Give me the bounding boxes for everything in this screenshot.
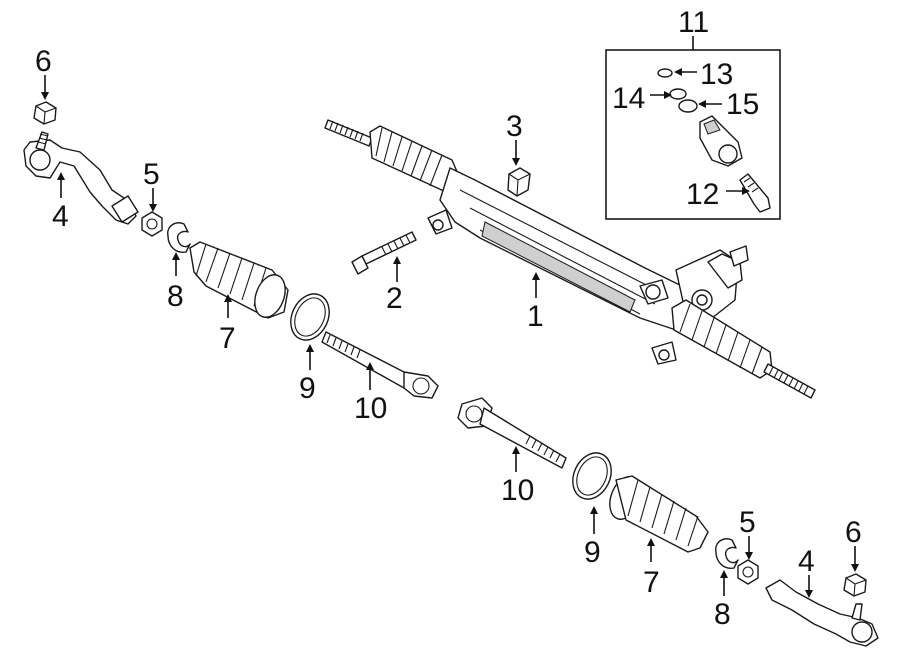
seal-ring-part-13 [657, 68, 673, 78]
right-inner-tie-rod-part-10 [457, 397, 567, 469]
seal-ring-part-15 [678, 99, 698, 113]
bolt-part-2 [351, 231, 417, 275]
rack-right-threaded-end [763, 363, 816, 399]
callout-14: 14 [612, 82, 645, 115]
steering-rack-assembly [324, 119, 816, 399]
right-nut-part-6 [843, 573, 867, 597]
left-nut-part-5 [141, 211, 163, 237]
callout-labels: 1 2 3 4 4 5 5 6 6 7 7 8 8 9 9 10 10 11 1… [35, 6, 862, 631]
callout-4-right: 4 [798, 545, 815, 578]
callout-11: 11 [678, 6, 709, 39]
left-clamp-ring-part-9 [290, 293, 330, 341]
left-clamp-part-8 [167, 222, 191, 253]
right-boot-part-7 [609, 475, 709, 553]
callout-7-left: 7 [219, 322, 236, 355]
left-nut-part-6 [33, 101, 57, 125]
callout-6-left: 6 [35, 45, 52, 78]
rack-right-bellows [671, 299, 773, 379]
callout-8-right: 8 [714, 598, 731, 631]
callout-9-right: 9 [584, 536, 601, 569]
left-boot-part-7 [189, 241, 289, 319]
callout-7-right: 7 [643, 566, 660, 599]
bumper-part-3 [507, 167, 531, 197]
callout-5-left: 5 [143, 158, 160, 191]
callout-15: 15 [726, 88, 759, 121]
right-tie-rod-end-part-4 [765, 579, 879, 647]
callout-4-left: 4 [52, 200, 69, 233]
callout-10-left: 10 [354, 392, 387, 425]
valve-part [699, 115, 743, 167]
callout-12: 12 [686, 178, 719, 211]
bolt-part-12 [739, 173, 771, 213]
right-clamp-ring-part-9 [572, 452, 612, 500]
rack-left-bellows [369, 125, 459, 193]
callout-5-right: 5 [739, 506, 756, 539]
callout-6-right: 6 [845, 516, 862, 549]
callout-2: 2 [386, 282, 403, 315]
left-tie-rod-end-part-4 [23, 131, 139, 225]
rack-left-threaded-end [324, 119, 373, 147]
right-nut-part-5 [737, 559, 759, 585]
callout-13: 13 [700, 58, 733, 91]
seal-ring-part-14 [669, 88, 687, 100]
callout-10-right: 10 [501, 474, 534, 507]
left-inner-tie-rod-part-10 [321, 331, 439, 399]
rack-main-housing [427, 167, 749, 365]
callout-3: 3 [506, 110, 523, 143]
inset-valve-kit-box [605, 36, 781, 220]
callout-8-left: 8 [167, 280, 184, 313]
right-clamp-part-8 [715, 538, 739, 569]
callout-9-left: 9 [299, 372, 316, 405]
leader-lines [41, 68, 859, 598]
callout-1: 1 [527, 300, 544, 333]
